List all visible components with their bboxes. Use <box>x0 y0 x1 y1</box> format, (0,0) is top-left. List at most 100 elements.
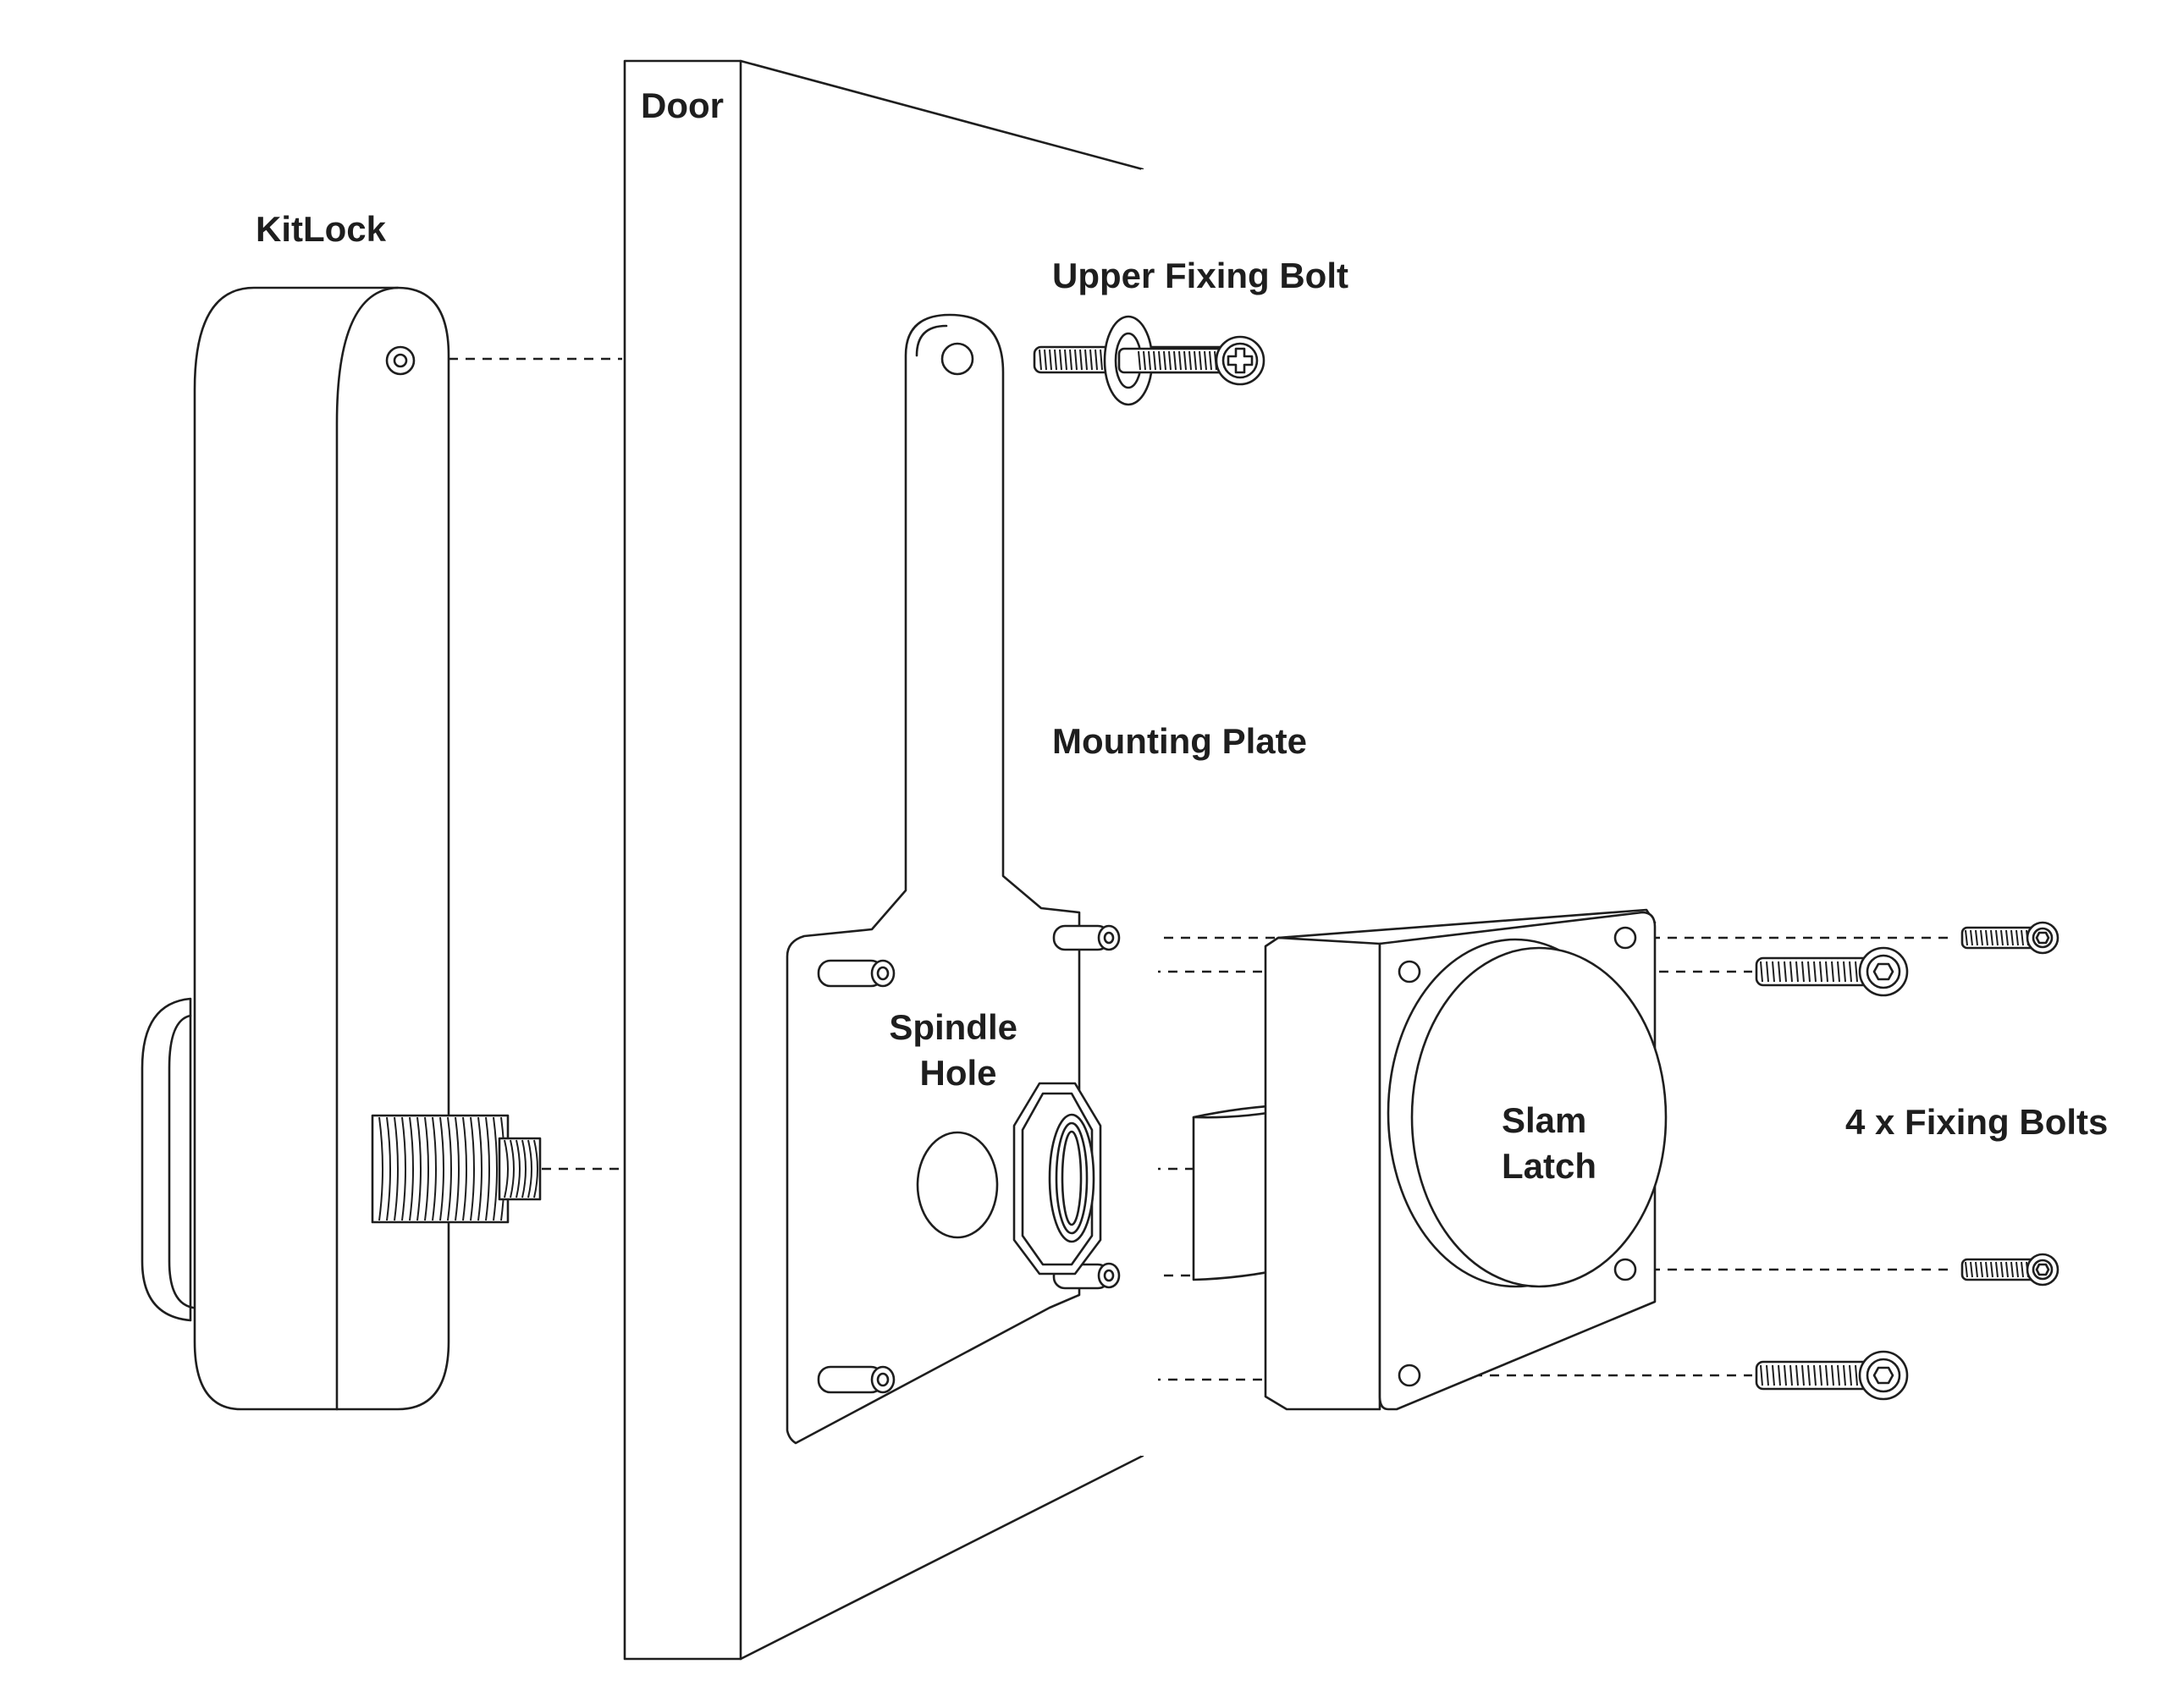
kitlock-spindle <box>371 1114 542 1224</box>
thread-line <box>1819 961 1822 983</box>
thread-line <box>510 1139 515 1198</box>
thread-line <box>2005 929 2009 946</box>
thread-line <box>1813 1364 1817 1386</box>
label-fixing-bolts: 4 x Fixing Bolts <box>1845 1102 2108 1142</box>
stud-top-right <box>1052 924 1121 951</box>
thread-line <box>1044 349 1047 371</box>
thread-line <box>2000 1261 2004 1278</box>
mounting-plate <box>786 313 1081 1445</box>
thread-line <box>1843 961 1846 983</box>
thread-line <box>1138 350 1141 371</box>
label-mounting-plate: Mounting Plate <box>1052 721 1307 761</box>
labels: Door KitLock Upper Fixing Bolt Mounting … <box>256 85 2108 1186</box>
thread-line <box>1069 349 1072 371</box>
kitlock-body <box>141 286 450 1411</box>
thread-line <box>527 1139 532 1198</box>
thread-line <box>521 1139 527 1198</box>
thread-line <box>378 1116 383 1221</box>
thread-line <box>1795 961 1799 983</box>
label-spindle-hole: Spindle Hole <box>889 1007 1027 1093</box>
thread-line <box>516 1139 521 1198</box>
thread-line <box>1990 1261 1993 1278</box>
thread-line <box>1064 349 1067 371</box>
thread-line <box>1766 1364 1769 1386</box>
thread-line <box>1163 350 1166 371</box>
thread-line <box>394 1116 399 1221</box>
stud-bottom-left <box>817 1365 896 1394</box>
thread-line <box>1855 961 1858 983</box>
thread-line <box>1813 961 1817 983</box>
thread-line <box>447 1116 452 1221</box>
thread-line <box>1975 1261 1978 1278</box>
thread-line <box>2021 1261 2024 1278</box>
thread-line <box>1074 349 1078 371</box>
thread-line <box>1965 1261 1968 1278</box>
thread-line <box>1825 961 1828 983</box>
thread-line <box>386 1116 391 1221</box>
thread-line <box>1760 961 1763 983</box>
thread-line <box>1965 929 1968 946</box>
thread-line <box>1819 1364 1822 1386</box>
thread-line <box>401 1116 406 1221</box>
thread-line <box>1059 349 1062 371</box>
thread-line <box>1843 1364 1846 1386</box>
thread-line <box>533 1139 538 1198</box>
thread-line <box>1153 350 1156 371</box>
thread-line <box>1849 961 1852 983</box>
thread-line <box>1188 350 1192 371</box>
thread-line <box>1975 929 1978 946</box>
thread-line <box>432 1116 437 1221</box>
thread-line <box>1766 961 1769 983</box>
thread-line <box>1100 349 1103 371</box>
label-slam-latch: Slam Latch <box>1502 1100 1596 1186</box>
thread-line <box>1970 1261 1973 1278</box>
thread-line <box>1837 961 1840 983</box>
thread-line <box>1784 961 1787 983</box>
label-slam-latch-line-2: Latch <box>1502 1146 1596 1186</box>
thread-line <box>504 1139 509 1198</box>
thread-line <box>1173 350 1177 371</box>
thread-line <box>1095 349 1098 371</box>
hex-nut <box>1012 1082 1102 1275</box>
thread-line <box>1209 350 1212 371</box>
label-slam-latch-line-1: Slam <box>1502 1100 1586 1140</box>
thread-line <box>1831 1364 1834 1386</box>
thread-line <box>2015 1261 2019 1278</box>
thread-line <box>1199 350 1202 371</box>
thread-line <box>1825 1364 1828 1386</box>
thread-line <box>485 1116 490 1221</box>
thread-line <box>1985 929 1988 946</box>
thread-line <box>2010 929 2014 946</box>
thread-line <box>2010 1261 2014 1278</box>
thread-line <box>1204 350 1207 371</box>
thread-line <box>1980 929 1983 946</box>
thread-line <box>1772 961 1775 983</box>
thread-line <box>493 1116 498 1221</box>
thread-line <box>409 1116 414 1221</box>
thread-line <box>416 1116 422 1221</box>
thread-line <box>1194 350 1197 371</box>
thread-line <box>1837 1364 1840 1386</box>
thread-line <box>1168 350 1172 371</box>
stud-top-left <box>817 959 896 988</box>
thread-line <box>1049 349 1052 371</box>
thread-line <box>1143 350 1146 371</box>
thread-line <box>1084 349 1088 371</box>
door-panel <box>623 59 1158 1661</box>
thread-line <box>1789 1364 1793 1386</box>
fixing-bolt-1 <box>1960 921 2059 955</box>
fixing-bolt-4 <box>1755 1350 1909 1401</box>
thread-line <box>2000 929 2004 946</box>
thread-line <box>1039 349 1042 371</box>
thread-line <box>1801 1364 1805 1386</box>
thread-line <box>2005 1261 2009 1278</box>
fixing-bolt-3 <box>1960 1253 2059 1287</box>
thread-line <box>1985 1261 1988 1278</box>
thread-line <box>2015 929 2019 946</box>
upper-fixing-bolt <box>1033 315 1265 406</box>
thread-line <box>1178 350 1182 371</box>
slam-latch-cover <box>1387 938 1668 1288</box>
label-spindle-hole-line-2: Hole <box>919 1053 996 1093</box>
thread-line <box>462 1116 467 1221</box>
